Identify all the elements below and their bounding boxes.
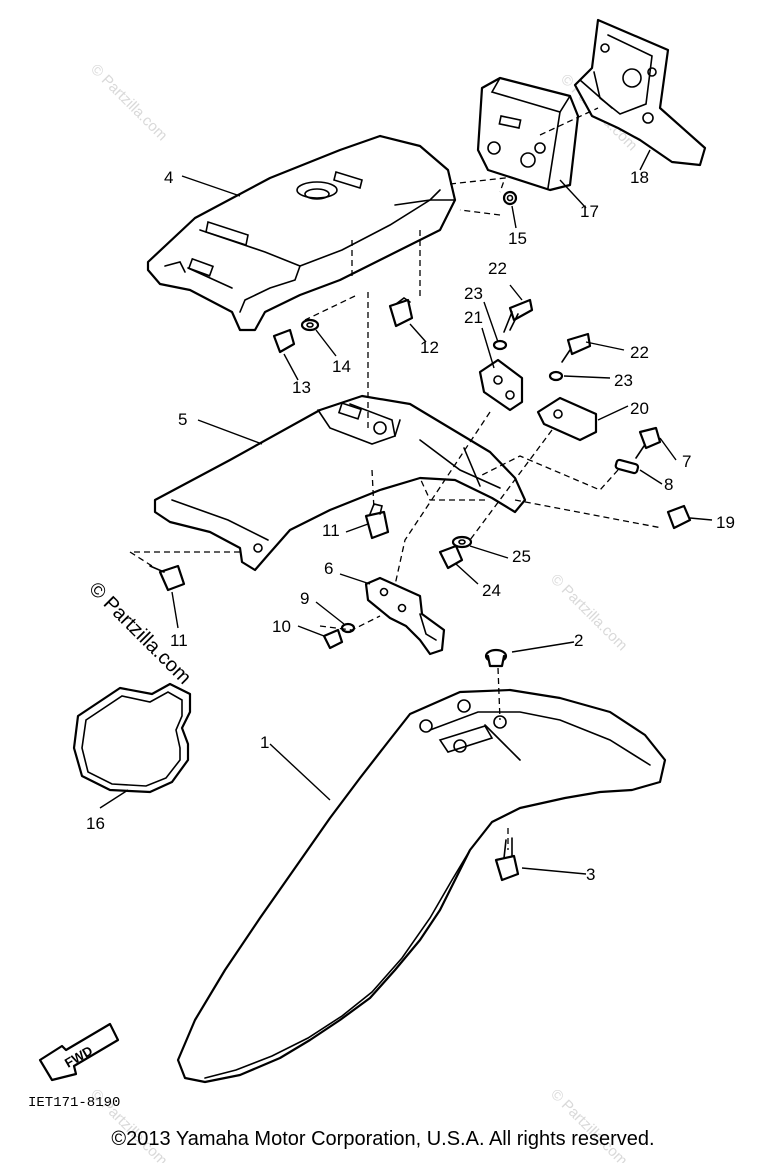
callout-16: 16	[86, 814, 105, 833]
callout-23: 23	[464, 284, 483, 303]
callout-11: 11	[322, 521, 340, 540]
drawing-code: IET171-8190	[28, 1095, 120, 1111]
part-16-mud-flap[interactable]	[72, 682, 192, 794]
callout-25: 25	[512, 547, 531, 566]
callout-24: 24	[482, 581, 501, 600]
callout-3: 3	[586, 865, 595, 884]
part-1-front-fender[interactable]	[176, 688, 667, 1084]
copyright-footer: ©2013 Yamaha Motor Corporation, U.S.A. A…	[111, 1128, 655, 1150]
part-12-bolt[interactable]	[388, 297, 414, 328]
part-4-tail-cover[interactable]	[146, 134, 457, 332]
callout-22: 22	[630, 343, 649, 362]
part-17-taillight[interactable]	[476, 76, 580, 192]
part-23-washer-upper[interactable]	[492, 339, 508, 351]
callout-5: 5	[178, 410, 187, 429]
part-14-washer[interactable]	[300, 318, 320, 332]
callout-20: 20	[630, 399, 649, 418]
callout-10: 10	[272, 617, 291, 636]
callout-9: 9	[300, 589, 309, 608]
callout-17: 17	[580, 202, 599, 221]
part-22-bolt-lower[interactable]	[561, 332, 592, 363]
part-11-bolt-center[interactable]	[364, 503, 390, 540]
callout-22: 22	[488, 259, 507, 278]
part-21-bracket[interactable]	[478, 358, 524, 412]
callouts: 4 5 1 2 3 6 7 8 9 10 11 11 12 13 14 15 1…	[86, 168, 735, 884]
callout-4: 4	[164, 168, 173, 187]
part-2-grommet[interactable]	[484, 648, 508, 668]
part-6-bracket[interactable]	[364, 576, 446, 656]
callout-21: 21	[464, 308, 483, 327]
part-7-bolt[interactable]	[635, 426, 662, 459]
part-13-grommet[interactable]	[272, 328, 296, 354]
part-23-washer-lower[interactable]	[548, 370, 564, 382]
part-10-nut[interactable]	[322, 628, 344, 650]
part-25-washer[interactable]	[451, 535, 473, 549]
callout-1: 1	[260, 733, 269, 752]
part-22-bolt-upper[interactable]	[503, 298, 534, 333]
callout-13: 13	[292, 378, 311, 397]
callout-19: 19	[716, 513, 735, 532]
watermark: © Partzilla.com	[547, 1086, 630, 1163]
callout-11: 11	[170, 631, 188, 650]
part-3-bolt[interactable]	[494, 837, 520, 882]
callout-18: 18	[630, 168, 649, 187]
connection-lines	[127, 107, 663, 850]
callout-14: 14	[332, 357, 351, 376]
part-19-reflector[interactable]	[666, 504, 692, 530]
leader-lines	[99, 149, 713, 875]
watermark: © Partzilla.com	[87, 61, 170, 144]
part-20-bracket[interactable]	[536, 396, 598, 442]
fwd-arrow-icon: FWD	[38, 1022, 120, 1082]
callout-2: 2	[574, 631, 583, 650]
callout-8: 8	[664, 475, 673, 494]
callout-6: 6	[324, 559, 333, 578]
part-5-rear-fender[interactable]	[153, 394, 527, 572]
part-11-bolt-left[interactable]	[149, 564, 186, 592]
callout-23: 23	[614, 371, 633, 390]
callout-15: 15	[508, 229, 527, 248]
part-24-nut[interactable]	[438, 544, 464, 570]
callout-12: 12	[420, 338, 439, 357]
part-15-nut[interactable]	[502, 190, 518, 206]
watermark: © Partzilla.com	[547, 571, 630, 654]
part-9-washer[interactable]	[340, 622, 356, 634]
callout-7: 7	[682, 452, 691, 471]
part-18-bracket[interactable]	[573, 18, 707, 167]
part-8-spacer[interactable]	[614, 458, 640, 475]
